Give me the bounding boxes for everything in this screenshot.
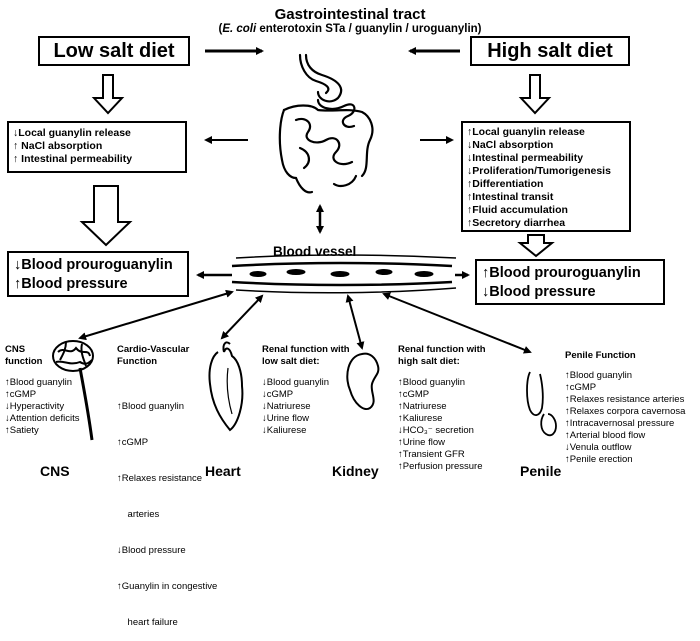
cns-function-title: CNS function xyxy=(5,344,42,368)
vessel-kidney-arrow xyxy=(345,294,365,350)
high-effect-7: ↑Fluid accumulation xyxy=(467,204,568,216)
high-effect-2: ↓NaCl absorption xyxy=(467,139,554,151)
low-salt-effects-box: ↓Local guanylin release ↑ NaCl absorptio… xyxy=(7,121,187,173)
low-salt-effects-list: ↓Local guanylin release ↑ NaCl absorptio… xyxy=(13,127,185,166)
cardio-item-1: ↑Blood guanylin xyxy=(117,401,185,412)
low-salt-outcome-list: ↓Blood prouroguanylin ↑Blood pressure xyxy=(14,256,187,294)
cardio-item-5: ↓Blood pressure xyxy=(117,545,186,556)
cns-item-3: ↓Hyperactivity xyxy=(5,401,65,412)
kidney-organ-name: Kidney xyxy=(332,463,379,479)
low-effects-hollow-arrow xyxy=(79,185,133,247)
heart-organ-name: Heart xyxy=(205,463,241,479)
penile-item-6: ↑Arterial blood flow xyxy=(565,430,646,441)
renal-low-item-5: ↓Kaliurese xyxy=(262,425,307,436)
renal-low-item-2: ↓cGMP xyxy=(262,389,294,400)
penile-item-2: ↑cGMP xyxy=(565,382,597,393)
blood-vessel-icon xyxy=(231,254,457,294)
cardio-item-3: ↑Relaxes resistance xyxy=(117,473,203,484)
high-salt-effects-box: ↑Local guanylin release ↓NaCl absorption… xyxy=(461,121,631,232)
cardio-item-6: ↑Guanylin in congestive xyxy=(117,581,218,592)
cns-title-line-2: function xyxy=(5,356,43,367)
high-effect-5: ↑Differentiation xyxy=(467,178,544,190)
low-effect-1: ↓Local guanylin release xyxy=(13,127,131,139)
high-effect-1: ↑Local guanylin release xyxy=(467,126,585,138)
renal-low-title-line-1: Renal function with xyxy=(262,344,350,355)
cns-function-list: ↑Blood guanylin ↑cGMP ↓Hyperactivity ↓At… xyxy=(5,377,79,437)
low-effect-3: ↑ Intestinal permeability xyxy=(13,153,133,165)
low-diet-hollow-arrow xyxy=(91,74,125,115)
penile-item-4: ↑Relaxes corpora cavernosa xyxy=(565,406,686,417)
renal-high-item-6: ↑Urine flow xyxy=(398,437,445,448)
ecoli-italic: E. coli xyxy=(222,23,257,35)
cardio-title-line-2: Function xyxy=(117,356,158,367)
low-outcome-2: ↑Blood pressure xyxy=(14,276,128,292)
penile-item-1: ↑Blood guanylin xyxy=(565,370,633,381)
penile-icon xyxy=(526,371,557,437)
cardio-item-4: arteries xyxy=(117,509,160,520)
gi-tract-subtitle: (E. coli enterotoxin STa / guanylin / ur… xyxy=(218,23,482,35)
high-salt-outcome-box: ↑Blood prouroguanylin ↓Blood pressure xyxy=(475,259,665,305)
renal-low-item-4: ↓Urine flow xyxy=(262,413,309,424)
diagram-graphics xyxy=(52,47,557,441)
high-salt-effects-list: ↑Local guanylin release ↓NaCl absorption… xyxy=(467,126,629,230)
cns-item-2: ↑cGMP xyxy=(5,389,37,400)
vessel-heart-arrow xyxy=(220,294,264,340)
low-salt-diet-box: Low salt diet xyxy=(38,36,190,66)
cns-organ-name: CNS xyxy=(40,463,70,479)
renal-high-item-4: ↑Kaliurese xyxy=(398,413,443,424)
renal-low-title-line-2: low salt diet: xyxy=(262,356,320,367)
vessel-penile-arrow xyxy=(382,292,532,354)
gi-tract-icon xyxy=(278,53,374,194)
gi-tract-title: Gastrointestinal tract xyxy=(274,6,426,23)
penile-function-list: ↑Blood guanylin ↑cGMP ↑Relaxes resistanc… xyxy=(565,370,685,466)
high-diet-hollow-arrow xyxy=(518,74,552,115)
penile-title-line-1: Penile Function xyxy=(565,350,636,361)
subtitle-rest: enterotoxin STa / guanylin / uroguanylin… xyxy=(256,23,482,35)
high-effects-hollow-arrow xyxy=(517,234,555,258)
brain-icon xyxy=(52,340,94,441)
cns-item-1: ↑Blood guanylin xyxy=(5,377,73,388)
high-effect-8: ↑Secretory diarrhea xyxy=(467,217,566,229)
cns-title-line-1: CNS xyxy=(5,344,26,355)
high-effect-6: ↑Intestinal transit xyxy=(467,191,554,203)
renal-high-item-7: ↑Transient GFR xyxy=(398,449,465,460)
penile-item-8: ↑Penile erection xyxy=(565,454,633,465)
cardio-function-title: Cardio-Vascular Function xyxy=(117,344,189,368)
penile-organ-name: Penile xyxy=(520,463,562,479)
renal-high-item-1: ↑Blood guanylin xyxy=(398,377,466,388)
renal-low-list: ↓Blood guanylin ↓cGMP ↓Natriurese ↓Urine… xyxy=(262,377,329,437)
cardio-title-line-1: Cardio-Vascular xyxy=(117,344,190,355)
heart-icon xyxy=(208,341,244,432)
kidney-icon xyxy=(346,352,380,410)
low-salt-diet-label: Low salt diet xyxy=(53,39,175,62)
renal-high-item-2: ↑cGMP xyxy=(398,389,430,400)
renal-low-item-3: ↓Natriurese xyxy=(262,401,311,412)
renal-low-title: Renal function with low salt diet: xyxy=(262,344,350,368)
renal-low-item-1: ↓Blood guanylin xyxy=(262,377,330,388)
low-salt-outcome-box: ↓Blood prouroguanylin ↑Blood pressure xyxy=(7,251,189,297)
vessel-cns-arrow xyxy=(78,289,234,341)
cardio-item-7: heart failure xyxy=(117,617,178,628)
penile-item-7: ↓Venula outflow xyxy=(565,442,632,453)
cardio-item-2: ↑cGMP xyxy=(117,437,149,448)
high-salt-diet-box: High salt diet xyxy=(470,36,630,66)
cns-item-4: ↓Attention deficits xyxy=(5,413,80,424)
high-salt-diet-label: High salt diet xyxy=(487,39,613,62)
low-effect-2: ↑ NaCl absorption xyxy=(13,140,103,152)
renal-high-item-3: ↑Natriurese xyxy=(398,401,447,412)
high-effect-4: ↓Proliferation/Tumorigenesis xyxy=(467,165,611,177)
penile-item-3: ↑Relaxes resistance arteries xyxy=(565,394,685,405)
renal-high-list: ↑Blood guanylin ↑cGMP ↑Natriurese ↑Kaliu… xyxy=(398,377,482,473)
low-outcome-1: ↓Blood prouroguanylin xyxy=(14,257,173,273)
penile-function-title: Penile Function xyxy=(565,350,636,362)
cns-item-5: ↑Satiety xyxy=(5,425,39,436)
renal-high-title-line-2: high salt diet: xyxy=(398,356,460,367)
renal-high-item-5: ↓HCO₃⁻ secretion xyxy=(398,425,474,436)
high-effect-3: ↓Intestinal permeability xyxy=(467,152,584,164)
renal-high-item-8: ↑Perfusion pressure xyxy=(398,461,483,472)
high-outcome-1: ↑Blood prouroguanylin xyxy=(482,265,641,281)
penile-item-5: ↑Intracavernosal pressure xyxy=(565,418,675,429)
